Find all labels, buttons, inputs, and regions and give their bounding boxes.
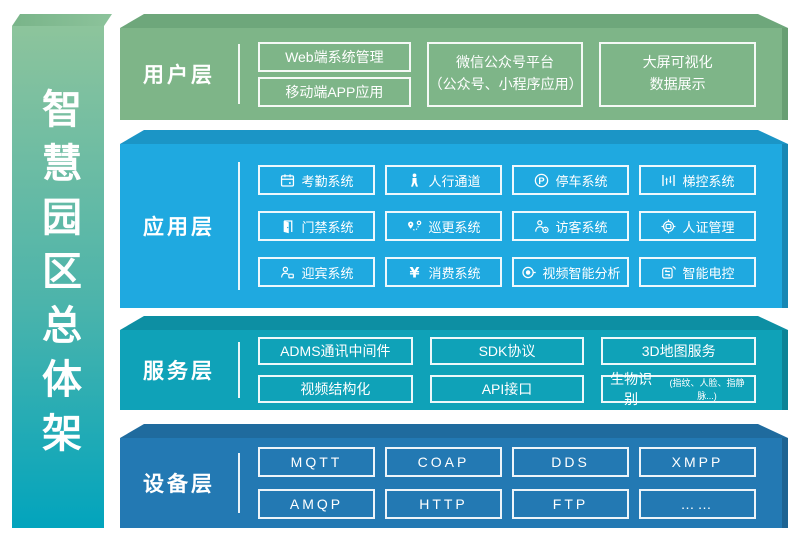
device-layer: 设备层 MQTT COAP DDS XMPP AMQP HTTP FTP ……: [120, 424, 788, 528]
user-layer-front: 用户层 Web端系统管理 移动端APP应用 微信公众号平台 （公众号、小程序应用…: [120, 28, 782, 120]
biometric-main: 生物识别: [610, 371, 653, 407]
mqtt-box: MQTT: [258, 447, 375, 477]
visitor-box: 访客系统: [512, 211, 629, 241]
sidebar-top-face: [12, 14, 112, 26]
app-layer-boxes: 考勤系统 人行通道 P: [240, 165, 782, 287]
app-layer-label: 应用层: [143, 216, 215, 239]
label-divider: [238, 162, 240, 290]
video-analysis-icon: [520, 264, 537, 281]
more-protocols-box: ……: [639, 489, 756, 519]
consume-box: ¥ 消费系统: [385, 257, 502, 287]
screen-line2: 数据展示: [649, 76, 706, 92]
sdk-box: SDK协议: [429, 337, 585, 365]
door-access-label: 门禁系统: [301, 219, 354, 235]
welcome-label: 迎宾系统: [301, 265, 354, 281]
welcome-icon: [279, 264, 296, 281]
video-structure-box: 视频结构化: [258, 375, 413, 403]
app-layer-top-face: [120, 130, 788, 144]
patrol-icon: [406, 218, 423, 235]
patrol-box: 巡更系统: [385, 211, 502, 241]
service-layer-boxes: ADMS通讯中间件 SDK协议 3D地图服务 视频结构化 API接口 生物识别 …: [240, 337, 782, 407]
parking-icon: P: [533, 172, 550, 189]
big-screen-box: 大屏可视化 数据展示: [599, 41, 757, 107]
door-access-box: 门禁系统: [258, 211, 375, 241]
amqp-box: AMQP: [258, 489, 375, 519]
attendance-icon: [279, 172, 296, 189]
web-system-box: Web端系统管理: [258, 41, 411, 72]
mobile-app-box: 移动端APP应用: [258, 76, 411, 107]
consume-icon: ¥: [406, 264, 423, 280]
service-layer-label: 服务层: [143, 360, 215, 383]
elevator-icon: [660, 172, 677, 189]
label-divider: [238, 453, 240, 513]
web-mobile-stack: Web端系统管理 移动端APP应用: [258, 41, 411, 107]
pedestrian-label: 人行通道: [428, 173, 481, 189]
device-layer-boxes: MQTT COAP DDS XMPP AMQP HTTP FTP ……: [240, 447, 782, 519]
elevator-label: 梯控系统: [682, 173, 735, 189]
adms-box: ADMS通讯中间件: [258, 337, 413, 365]
pedestrian-icon: [406, 172, 423, 189]
api-box: API接口: [429, 375, 585, 403]
wechat-line2: （公众号、小程序应用）: [428, 76, 583, 92]
door-access-icon: [279, 218, 296, 235]
parking-label: 停车系统: [555, 173, 608, 189]
welcome-box: 迎宾系统: [258, 257, 375, 287]
video-analysis-label: 视频智能分析: [542, 265, 621, 281]
diagram-title: 智慧园区总体架: [36, 88, 80, 466]
app-layer: 应用层 考勤系统: [120, 130, 788, 308]
xmpp-box: XMPP: [639, 447, 756, 477]
map3d-box: 3D地图服务: [601, 337, 756, 365]
user-layer-boxes: Web端系统管理 移动端APP应用 微信公众号平台 （公众号、小程序应用） 大屏…: [240, 41, 782, 107]
label-divider: [238, 44, 240, 104]
device-layer-top-face: [120, 424, 788, 438]
id-verify-label: 人证管理: [682, 219, 735, 235]
power-control-icon: [660, 264, 677, 281]
power-control-label: 智能电控: [682, 265, 735, 281]
parking-box: P 停车系统: [512, 165, 629, 195]
svg-text:¥: ¥: [410, 265, 420, 280]
pedestrian-box: 人行通道: [385, 165, 502, 195]
id-verify-box: 人证管理: [639, 211, 756, 241]
dds-box: DDS: [512, 447, 629, 477]
attendance-label: 考勤系统: [301, 173, 354, 189]
app-layer-side-face: [782, 144, 788, 308]
sidebar: 智慧园区总体架: [12, 26, 104, 528]
ftp-box: FTP: [512, 489, 629, 519]
attendance-box: 考勤系统: [258, 165, 375, 195]
svg-text:P: P: [539, 175, 545, 185]
wechat-line1: 微信公众号平台: [456, 54, 554, 71]
visitor-icon: [533, 218, 550, 235]
device-layer-side-face: [782, 438, 788, 528]
biometric-sub: (指纹、人脸、指静脉...): [669, 378, 745, 401]
power-control-box: 智能电控: [639, 257, 756, 287]
http-box: HTTP: [385, 489, 502, 519]
service-layer-top-face: [120, 316, 788, 330]
user-layer-top-face: [120, 14, 788, 28]
device-layer-label: 设备层: [143, 473, 215, 496]
coap-box: COAP: [385, 447, 502, 477]
user-layer: 用户层 Web端系统管理 移动端APP应用 微信公众号平台 （公众号、小程序应用…: [120, 14, 788, 120]
consume-label: 消费系统: [428, 265, 481, 281]
video-analysis-box: 视频智能分析: [512, 257, 629, 287]
id-verify-icon: [660, 218, 677, 235]
elevator-box: 梯控系统: [639, 165, 756, 195]
service-layer-side-face: [782, 330, 788, 410]
patrol-label: 巡更系统: [428, 219, 481, 235]
screen-line1: 大屏可视化: [642, 54, 713, 71]
user-layer-label: 用户层: [143, 64, 215, 87]
label-divider: [238, 342, 240, 398]
wechat-platform-box: 微信公众号平台 （公众号、小程序应用）: [426, 41, 584, 107]
service-layer-front: 服务层 ADMS通讯中间件 SDK协议 3D地图服务 视频结构化 API接口 生…: [120, 330, 782, 410]
user-layer-side-face: [782, 28, 788, 120]
visitor-label: 访客系统: [555, 219, 608, 235]
device-layer-front: 设备层 MQTT COAP DDS XMPP AMQP HTTP FTP ……: [120, 438, 782, 528]
app-layer-front: 应用层 考勤系统: [120, 144, 782, 308]
service-layer: 服务层 ADMS通讯中间件 SDK协议 3D地图服务 视频结构化 API接口 生…: [120, 316, 788, 410]
biometric-box: 生物识别 (指纹、人脸、指静脉...): [601, 371, 756, 407]
